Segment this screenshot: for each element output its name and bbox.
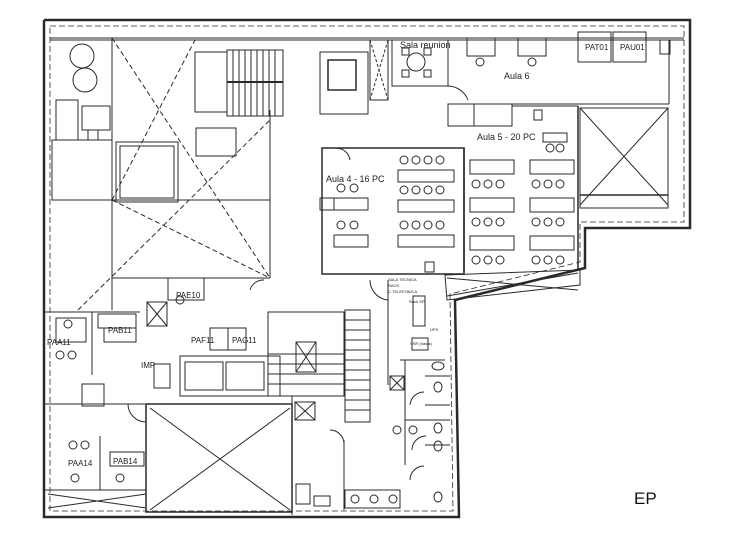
outer-wall xyxy=(42,18,692,519)
workstation-pag11: PAG11 xyxy=(232,336,257,345)
workstation-paa14: PAA14 xyxy=(68,459,93,468)
server-room xyxy=(369,279,445,385)
aula-4-chairs xyxy=(336,155,445,230)
atrium-void xyxy=(77,37,271,311)
label-server-line3: C.TELEFONICA xyxy=(388,289,418,294)
central-staircase xyxy=(267,309,371,515)
aula-5-chairs xyxy=(471,179,565,265)
workstation-pab11: PAB11 xyxy=(108,326,132,335)
office-area xyxy=(44,277,281,423)
label-server-line1: SALA TECNICA xyxy=(388,277,417,282)
aula-4 xyxy=(319,147,465,275)
workstation-pab14: PAB14 xyxy=(113,457,138,466)
left-utility-area xyxy=(51,38,270,310)
workstation-paf11: PAF11 xyxy=(191,336,215,345)
label-rack: Rack SP xyxy=(409,299,425,304)
label-aula-5: Aula 5 - 20 PC xyxy=(477,132,536,142)
label-ssr: SSR (hasta) xyxy=(410,341,432,346)
workstation-pat01: PAT01 xyxy=(585,43,609,52)
lower-void xyxy=(44,403,331,513)
workstation-pae10: PAE10 xyxy=(176,291,201,300)
elevator-upper xyxy=(319,39,389,115)
label-imp: IMP xyxy=(141,361,156,370)
label-server-line2: RACK xyxy=(388,283,400,288)
aula-6 xyxy=(447,31,671,105)
label-aula-6: Aula 6 xyxy=(504,71,530,81)
workstation-paa11: PAA11 xyxy=(47,338,71,347)
sloped-band xyxy=(444,269,581,301)
meeting-room xyxy=(391,39,449,87)
workstation-pau01: PAU01 xyxy=(620,43,645,52)
upper-staircase xyxy=(194,49,284,117)
aula-5 xyxy=(447,103,579,272)
label-sala-reunion: Sala reunion xyxy=(400,40,451,50)
label-ups: UPS xyxy=(430,327,439,332)
aula-5-desks xyxy=(469,159,575,251)
label-aula-4: Aula 4 - 16 PC xyxy=(326,174,385,184)
right-void xyxy=(579,107,669,209)
drawing-code-label: EP xyxy=(634,489,657,508)
restrooms xyxy=(344,360,450,509)
